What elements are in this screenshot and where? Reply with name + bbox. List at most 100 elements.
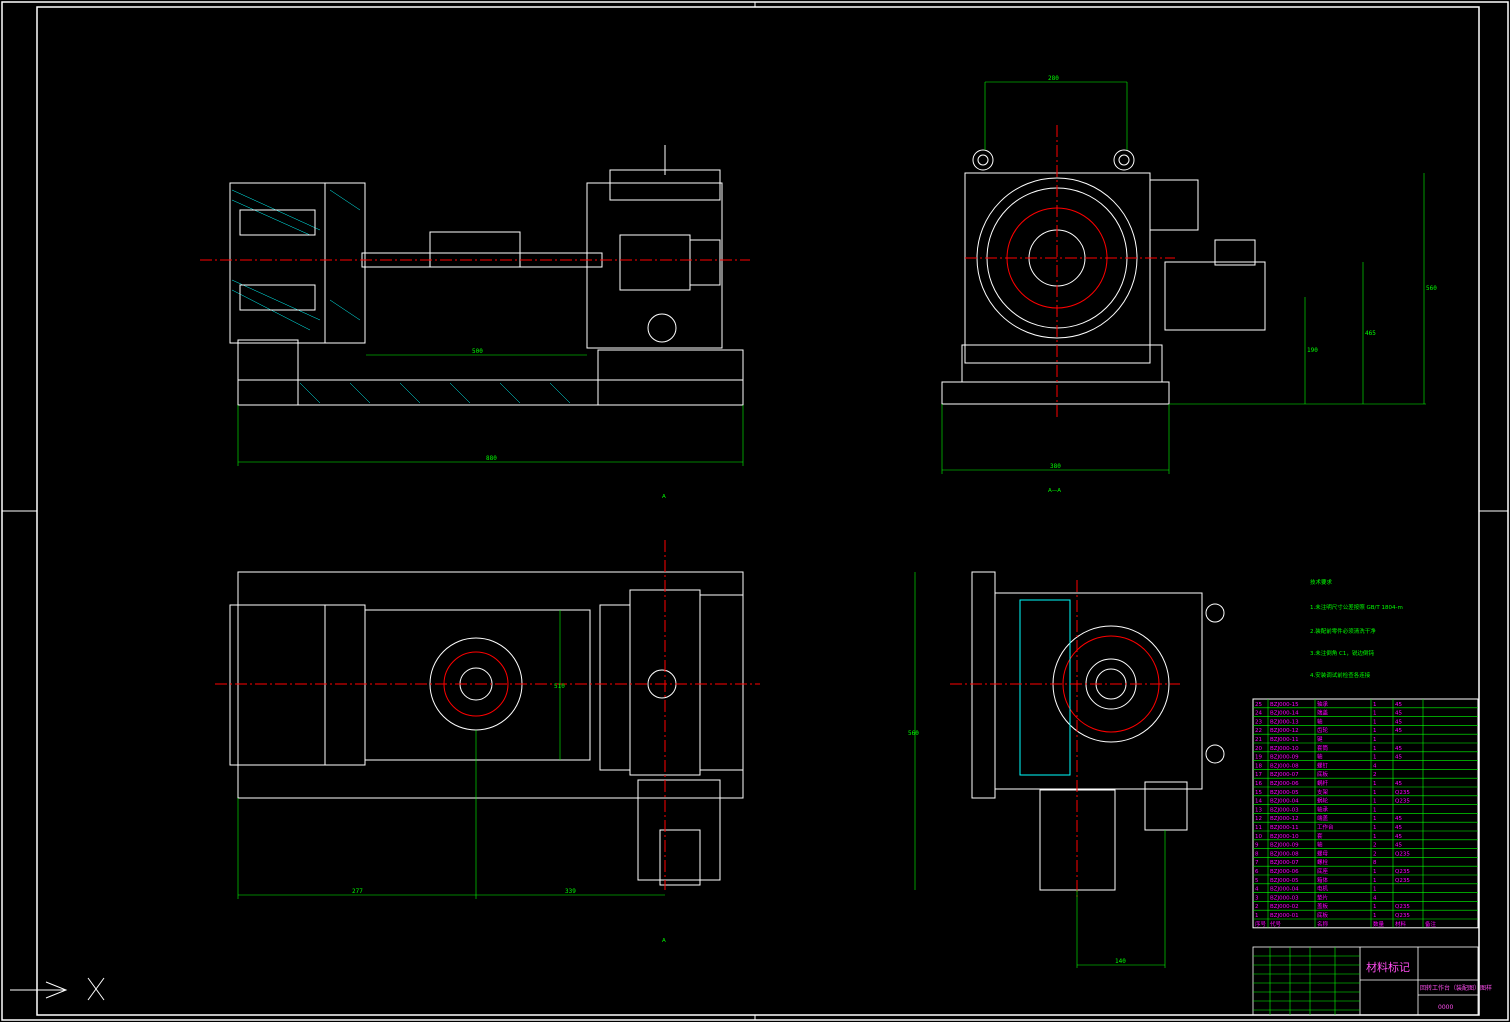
bom-cell-name: 套筒 xyxy=(1317,744,1329,752)
bom-cell-mat: 45 xyxy=(1395,728,1402,734)
dim-side-bottom: 380 xyxy=(1050,463,1061,470)
section-label: A—A xyxy=(1048,488,1061,494)
dim-side-right-tall: 560 xyxy=(1426,285,1437,292)
bom-cell-no: 25 xyxy=(1255,702,1262,708)
bom-cell-mat: 45 xyxy=(1395,843,1402,849)
bom-cell-code: BZJ000-08 xyxy=(1270,763,1299,769)
bom-cell-name: 轴 xyxy=(1317,841,1323,849)
bom-cell-qty: 1 xyxy=(1373,728,1377,734)
bom-cell-name: 轴承 xyxy=(1317,805,1329,813)
bom-cell-no: 18 xyxy=(1255,763,1262,769)
bom-cell-qty: 1 xyxy=(1373,737,1377,743)
notes-line-1: 1.未注明尺寸公差按照 GB/T 1804-m xyxy=(1310,603,1403,611)
bom-cell-mat: Q235 xyxy=(1395,799,1410,805)
bom-cell-code: BZJ000-10 xyxy=(1270,834,1299,840)
bom-cell-no: 15 xyxy=(1255,790,1262,796)
dim-right-left: 560 xyxy=(908,730,919,737)
bom-cell-qty: 1 xyxy=(1373,799,1377,805)
bom-cell-name: 盖板 xyxy=(1317,902,1329,910)
bom-cell-name: 螺母 xyxy=(1317,849,1329,857)
bom-cell-mat: 45 xyxy=(1395,719,1402,725)
bom-cell-no: 24 xyxy=(1255,711,1262,717)
bom-cell-no: 2 xyxy=(1255,904,1259,910)
bom-cell-code: BZJ000-10 xyxy=(1270,746,1299,752)
dim-front-overall: 880 xyxy=(486,455,497,462)
bom-cell-code: BZJ000-12 xyxy=(1270,816,1299,822)
bom-cell-qty: 1 xyxy=(1373,816,1377,822)
bom-cell-code: BZJ000-03 xyxy=(1270,807,1299,813)
notes-line-4: 4.安装调试前检查各连接 xyxy=(1310,671,1371,679)
bom-cell-mat: 45 xyxy=(1395,702,1402,708)
bom-cell-no: 13 xyxy=(1255,807,1262,813)
bom-cell-mat: 45 xyxy=(1395,825,1402,831)
notes-line-2: 2.装配前零件必须清洗干净 xyxy=(1310,627,1376,635)
dim-side-right-low: 190 xyxy=(1307,347,1318,354)
bom-cell-name: 支架 xyxy=(1317,788,1329,796)
dim-top-inner: 510 xyxy=(554,683,565,690)
bom-cell-code: BZJ000-11 xyxy=(1270,825,1299,831)
bom-cell-code: BZJ000-04 xyxy=(1270,887,1299,893)
bom-cell-mat: 45 xyxy=(1395,755,1402,761)
bom-cell-no: 14 xyxy=(1255,799,1262,805)
technical-notes: 技术要求 1.未注明尺寸公差按照 GB/T 1804-m 2.装配前零件必须清洗… xyxy=(1310,578,1403,679)
right-section-view xyxy=(914,571,1225,968)
bom-cell-qty: 1 xyxy=(1373,790,1377,796)
bom-cell-name: 底板 xyxy=(1317,770,1329,778)
bom-header-no: 序号 xyxy=(1255,920,1267,928)
dim-front-inner: 500 xyxy=(472,348,483,355)
bom-cell-qty: 1 xyxy=(1373,807,1377,813)
bom-cell-qty: 1 xyxy=(1373,702,1377,708)
bom-cell-code: BZJ000-09 xyxy=(1270,843,1299,849)
bom-cell-name: 蜗杆 xyxy=(1317,779,1329,787)
bom-cell-code: BZJ000-01 xyxy=(1270,913,1299,919)
ucs-icon xyxy=(10,977,105,1001)
bom-cell-code: BZJ000-09 xyxy=(1270,755,1299,761)
bom-cell-code: BZJ000-05 xyxy=(1270,790,1299,796)
bom-cell-qty: 2 xyxy=(1373,843,1377,849)
bom-cell-code: BZJ000-06 xyxy=(1270,781,1299,787)
bom-cell-code: BZJ000-07 xyxy=(1270,772,1299,778)
bom-cell-no: 7 xyxy=(1255,860,1259,866)
bom-cell-qty: 1 xyxy=(1373,904,1377,910)
bom-cell-code: BZJ000-02 xyxy=(1270,904,1299,910)
notes-title: 技术要求 xyxy=(1310,578,1333,586)
bom-cell-no: 8 xyxy=(1255,851,1259,857)
bom-cell-no: 4 xyxy=(1255,887,1259,893)
bom-cell-code: BZJ000-07 xyxy=(1270,860,1299,866)
bom-cell-code: BZJ000-06 xyxy=(1270,869,1299,875)
title-drawing-name: 回转工作台（装配图）图样 xyxy=(1420,984,1492,992)
bom-cell-qty: 1 xyxy=(1373,913,1377,919)
bom-cell-code: BZJ000-12 xyxy=(1270,728,1299,734)
bom-cell-no: 6 xyxy=(1255,869,1259,875)
bom-cell-code: BZJ000-05 xyxy=(1270,878,1299,884)
bom-cell-name: 轴 xyxy=(1317,717,1323,725)
bom-cell-no: 9 xyxy=(1255,843,1259,849)
bom-cell-no: 3 xyxy=(1255,895,1259,901)
bom-cell-qty: 1 xyxy=(1373,755,1377,761)
bom-cell-qty: 1 xyxy=(1373,878,1377,884)
dim-side-right-mid: 465 xyxy=(1365,330,1376,337)
bom-cell-mat: Q235 xyxy=(1395,878,1410,884)
bom-cell-name: 端盖 xyxy=(1317,814,1329,822)
bom-cell-name: 螺钉 xyxy=(1317,761,1329,769)
bom-cell-mat: Q235 xyxy=(1395,869,1410,875)
front-section-view xyxy=(200,145,750,466)
inner-border xyxy=(36,6,1480,1016)
bom-cell-no: 11 xyxy=(1255,825,1262,831)
dim-top-right: 339 xyxy=(565,888,576,895)
bom-cell-no: 22 xyxy=(1255,728,1262,734)
bom-cell-mat: Q235 xyxy=(1395,851,1410,857)
bom-header-name: 名称 xyxy=(1317,920,1329,928)
title-drawing-number: 0000 xyxy=(1438,1004,1453,1011)
dim-right-bottom: 140 xyxy=(1115,958,1126,965)
bom-cell-no: 10 xyxy=(1255,834,1262,840)
bom-header-code: 代号 xyxy=(1270,920,1282,928)
bom-cell-name: 工作台 xyxy=(1317,823,1334,831)
bom-cell-code: BZJ000-11 xyxy=(1270,737,1299,743)
bom-cell-no: 12 xyxy=(1255,816,1262,822)
bom-cell-code: BZJ000-15 xyxy=(1270,702,1299,708)
bom-cell-qty: 1 xyxy=(1373,869,1377,875)
bom-cell-no: 1 xyxy=(1255,913,1259,919)
